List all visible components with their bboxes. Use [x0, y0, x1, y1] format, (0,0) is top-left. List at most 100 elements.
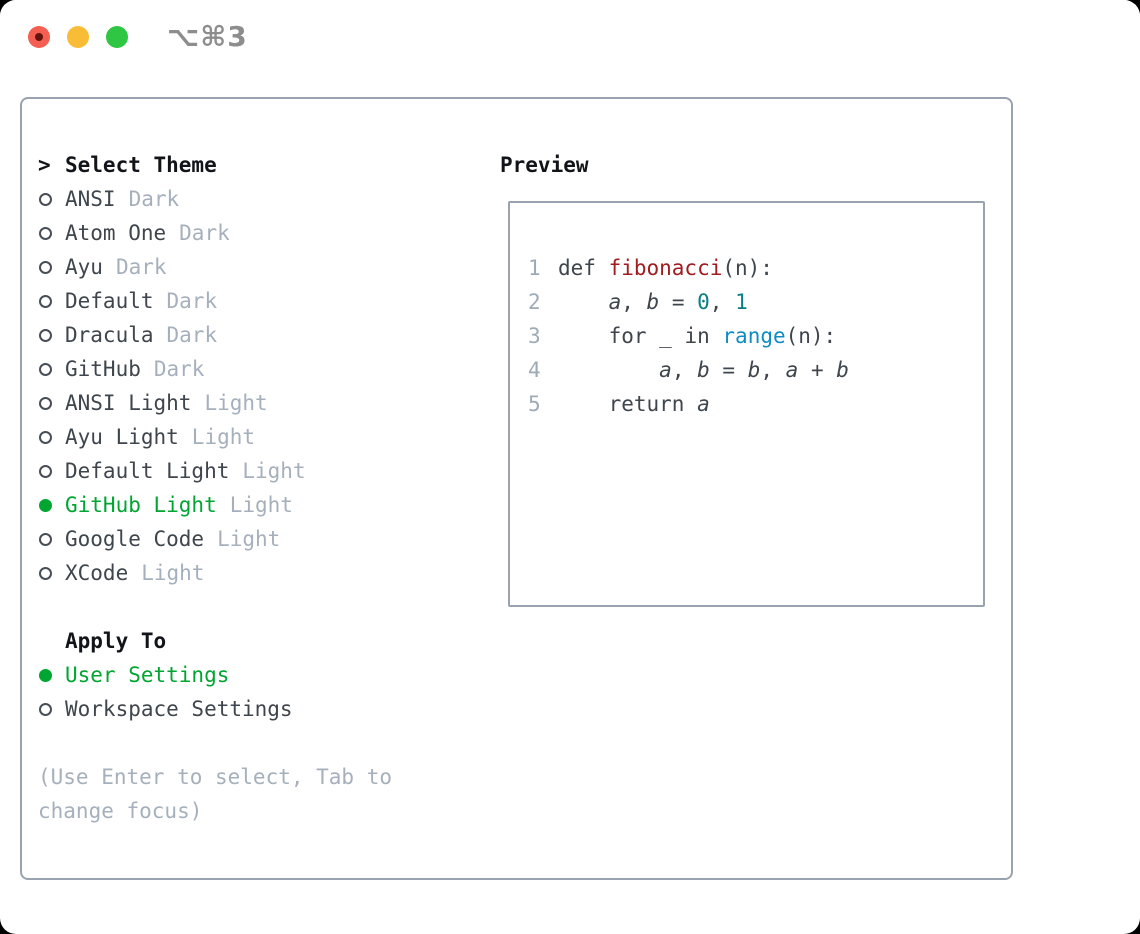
variant-badge: Light [242, 459, 306, 483]
option-label: Default [65, 289, 154, 313]
code-token: a [785, 358, 799, 382]
code-token: , [760, 358, 786, 382]
radio-cell [38, 702, 65, 716]
theme-option[interactable]: XCode Light [38, 556, 488, 590]
theme-option[interactable]: GitHub Dark [38, 352, 488, 386]
option-label: Google Code [65, 527, 205, 551]
radio-cell [38, 362, 65, 376]
radio-cell [38, 260, 65, 274]
code-token: b [836, 358, 849, 382]
code-token: 0 [697, 290, 710, 314]
radio-cell [38, 566, 65, 580]
hint-text: (Use Enter to select, Tab to change focu… [38, 765, 393, 823]
variant-badge: Light [229, 493, 293, 517]
code-token: (n): [785, 324, 837, 348]
option-label: Dracula [65, 323, 154, 347]
line-number: 2 [528, 290, 541, 314]
option-label: Ayu Light [65, 425, 179, 449]
option-label: GitHub [65, 357, 141, 381]
theme-option[interactable]: Default Dark [38, 284, 488, 318]
radio-cell [38, 532, 65, 546]
minimize-button[interactable] [67, 26, 89, 48]
code-token: , [621, 290, 647, 314]
code-token: a [608, 290, 622, 314]
option-label: GitHub Light [65, 493, 217, 517]
option-label: Ayu [65, 255, 103, 279]
radio-icon [39, 226, 52, 240]
variant-badge: Light [217, 527, 281, 551]
code-token: , [671, 358, 698, 382]
code-token: + [798, 358, 837, 382]
code-token: in [684, 324, 710, 348]
code-token: return [608, 392, 698, 416]
code-line: 3 for _ in range(n): [528, 319, 849, 353]
theme-option[interactable]: Google Code Light [38, 522, 488, 556]
option-label: ANSI Light [65, 391, 192, 415]
code-token [710, 324, 723, 348]
traffic-lights [28, 26, 128, 48]
zoom-button[interactable] [106, 26, 128, 48]
option-label: Workspace Settings [65, 697, 293, 721]
variant-badge: Dark [179, 221, 230, 245]
radio-cell [38, 668, 65, 682]
variant-badge: Dark [153, 357, 205, 381]
radio-cell [38, 294, 65, 308]
apply-to-title: Apply To [65, 629, 167, 653]
radio-icon [39, 328, 52, 342]
line-number: 1 [528, 256, 541, 280]
code-token: def [558, 256, 609, 280]
radio-cell [38, 226, 65, 240]
theme-option[interactable]: Dracula Dark [38, 318, 488, 352]
radio-cell [38, 430, 65, 444]
radio-icon [39, 362, 52, 376]
code-token: b [747, 358, 761, 382]
radio-cell [38, 192, 65, 206]
radio-icon [39, 464, 52, 478]
theme-option[interactable]: GitHub Light Light [38, 488, 488, 522]
radio-cell [38, 328, 65, 342]
radio-icon [39, 192, 52, 206]
code-token: a [697, 392, 710, 416]
radio-cell [38, 498, 65, 512]
radio-icon [39, 260, 52, 274]
variant-badge: Light [141, 561, 205, 585]
preview-gap [528, 421, 849, 455]
variant-badge: Dark [166, 289, 218, 313]
radio-icon [39, 430, 52, 444]
variant-badge: Light [191, 425, 256, 449]
code-token: for [608, 324, 647, 348]
line-number: 4 [528, 358, 541, 382]
apply-option[interactable]: User Settings [38, 658, 488, 692]
code-token: _ [646, 324, 685, 348]
theme-option[interactable]: Ayu Light Light [38, 420, 488, 454]
section-gap [38, 590, 488, 624]
radio-selected-icon [39, 498, 52, 512]
code-token: b [697, 358, 710, 382]
radio-cell [38, 464, 65, 478]
theme-option[interactable]: Default Light Light [38, 454, 488, 488]
close-button[interactable] [28, 26, 50, 48]
code-line: 4 a, b = b, a + b [528, 353, 849, 387]
apply-option[interactable]: Workspace Settings [38, 692, 488, 726]
section-gap [38, 726, 488, 760]
prompt-icon: > [38, 153, 51, 177]
code-token: fibonacci [608, 256, 723, 280]
variant-badge: Dark [166, 323, 218, 347]
title-bar: ⌥⌘3 [0, 0, 1140, 75]
option-label: Default Light [65, 459, 230, 483]
select-theme-title: Select Theme [65, 153, 217, 177]
option-label: XCode [65, 561, 129, 585]
radio-icon [39, 532, 52, 546]
code-token: 1 [735, 290, 748, 314]
window-title: ⌥⌘3 [167, 20, 248, 53]
